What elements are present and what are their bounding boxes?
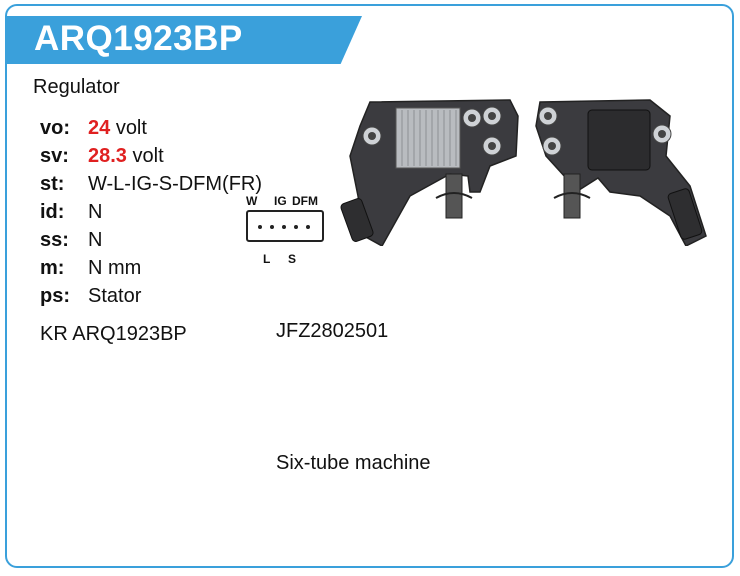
spec-value: 24 — [88, 117, 111, 139]
pin-label-l: L — [263, 252, 271, 266]
pin-dot — [282, 225, 286, 229]
connector-housing — [246, 210, 324, 242]
pin-dot — [306, 225, 310, 229]
spec-value: N mm — [88, 257, 142, 279]
product-card — [5, 4, 734, 568]
connector-diagram-icon: W IG DFM L S — [244, 194, 328, 266]
spec-key: ss: — [40, 229, 69, 251]
spec-key: ps: — [40, 285, 70, 307]
spec-key: st: — [40, 173, 65, 195]
spec-row-ps: ps: Stator — [40, 285, 141, 311]
spec-row-m: m: N mm — [40, 257, 141, 283]
spec-row-ss: ss: N — [40, 229, 102, 255]
kr-reference: KR ARQ1923BP — [40, 323, 187, 345]
pin-label-w: W — [246, 194, 258, 208]
spec-key: m: — [40, 257, 65, 279]
spec-row-id: id: N — [40, 201, 102, 227]
part-number-title: ARQ1923BP — [34, 19, 243, 58]
spec-value: N — [88, 201, 103, 223]
regulator-back-view — [535, 99, 707, 246]
oem-reference: JFZ2802501 — [276, 320, 389, 342]
pin-dot — [270, 225, 274, 229]
spec-value: N — [88, 229, 103, 251]
regulator-photo — [340, 99, 707, 246]
spec-unit: volt — [132, 145, 164, 167]
title-banner — [6, 16, 362, 64]
spec-key: vo: — [40, 117, 70, 139]
regulator-front-view — [340, 99, 519, 246]
spec-row-st: st: W-L-IG-S-DFM(FR) — [40, 173, 262, 199]
pin-label-ig: IG — [274, 194, 287, 208]
spec-key: sv: — [40, 145, 69, 167]
spec-row-sv: sv: 28.3 volt — [40, 145, 164, 171]
pin-dot — [294, 225, 298, 229]
product-type: Regulator — [33, 76, 120, 98]
pin-label-s: S — [288, 252, 297, 266]
spec-value: Stator — [88, 285, 142, 307]
spec-row-vo: vo: 24 volt — [40, 117, 147, 143]
spec-key: id: — [40, 201, 65, 223]
pin-dot — [258, 225, 262, 229]
note-text: Six-tube machine — [276, 452, 431, 474]
spec-value: 28.3 — [88, 145, 127, 167]
spec-value: W-L-IG-S-DFM(FR) — [88, 173, 263, 195]
pin-label-dfm: DFM — [292, 194, 318, 208]
spec-unit: volt — [115, 117, 147, 139]
